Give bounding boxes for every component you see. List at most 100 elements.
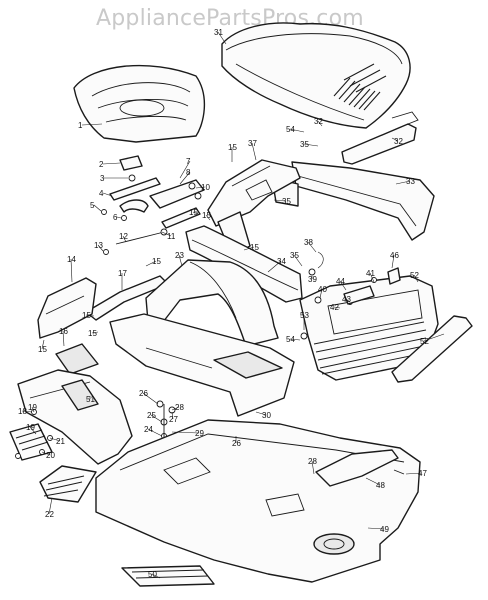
part-callout-c31: 31	[214, 28, 223, 37]
leader-line-c29	[171, 431, 200, 434]
leader-line-c24	[147, 428, 163, 437]
leader-line-c21	[49, 437, 61, 442]
leader-line-c4	[102, 192, 113, 197]
part-callout-c54b: 54	[286, 335, 295, 344]
leader-line-c19b	[29, 426, 37, 435]
part-callout-c47: 47	[418, 469, 427, 478]
part-callout-c38: 38	[304, 238, 313, 247]
part-callout-c52a: 52	[410, 271, 419, 280]
leader-line-c13	[97, 244, 104, 252]
part-callout-c15e: 15	[250, 243, 259, 252]
leader-line-c32a	[391, 137, 399, 142]
footrest-part	[17, 369, 133, 465]
leader-line-c31	[217, 31, 227, 45]
leader-line-c23	[178, 254, 183, 267]
part-callout-c37: 37	[248, 139, 257, 148]
leader-line-c10	[195, 186, 206, 189]
part-callout-c28a: 28	[175, 403, 184, 412]
step-plate-part	[55, 343, 99, 375]
part-callout-c28b: 28	[308, 457, 317, 466]
part-callout-c27: 27	[169, 415, 178, 424]
leader-line-c30	[255, 411, 267, 416]
part-callout-c15b: 15	[228, 143, 237, 152]
seat-part	[73, 64, 206, 143]
leader-line-c35c	[293, 254, 303, 267]
part-callout-c3: 3	[100, 174, 105, 183]
part-callout-c34: 34	[277, 257, 286, 266]
part-callout-c8: 8	[186, 168, 191, 177]
part-callout-c5: 5	[90, 201, 95, 210]
part-callout-c6: 6	[113, 213, 118, 222]
leader-line-c11	[161, 231, 172, 237]
leader-line-c25	[150, 414, 163, 423]
leader-line-c15f	[85, 314, 95, 317]
leader-line-c15e	[243, 246, 255, 251]
leader-line-c48	[365, 477, 381, 486]
part-callout-c24: 24	[144, 425, 153, 434]
part-callout-c26b: 26	[232, 439, 241, 448]
part-callout-c16: 16	[59, 327, 68, 336]
part-callout-c23: 23	[175, 251, 184, 260]
leader-line-c15a	[145, 260, 157, 267]
frame-part	[95, 419, 421, 583]
grille-assembly-part	[299, 275, 439, 381]
part-callout-c7: 7	[186, 157, 191, 166]
front-bumper-part	[391, 315, 473, 383]
leader-line-c8	[179, 171, 191, 185]
leader-line-c28a	[171, 406, 180, 411]
leader-line-c20	[41, 451, 51, 456]
small-bolt-part	[103, 249, 109, 255]
part-callout-c44: 44	[336, 277, 345, 286]
leader-line-c47	[405, 472, 423, 475]
leader-line-c18	[21, 410, 33, 413]
step-mat-part	[121, 565, 215, 587]
leader-line-c19a	[31, 406, 35, 413]
leader-line-c22	[48, 497, 53, 515]
floor-mat-part	[39, 465, 97, 503]
part-callout-c13: 13	[94, 241, 103, 250]
part-callout-c40: 40	[318, 285, 327, 294]
leader-line-c26a	[142, 392, 159, 405]
leader-line-c52b	[423, 333, 445, 342]
part-callout-c15c: 15	[189, 208, 198, 217]
part-callout-c50: 50	[148, 570, 157, 579]
part-callout-c15a: 15	[152, 257, 161, 266]
footrest-hardware-group	[9, 409, 53, 461]
leader-line-c28b	[311, 460, 315, 475]
part-callout-c48: 48	[376, 481, 385, 490]
part-callout-c49: 49	[380, 525, 389, 534]
leader-line-c41	[369, 272, 375, 283]
leader-line-c14	[70, 258, 73, 283]
screw-part	[393, 469, 405, 475]
leader-line-c37	[251, 142, 257, 161]
part-callout-c11: 11	[167, 232, 176, 241]
leader-line-c44	[339, 280, 347, 291]
leader-line-c34	[267, 260, 282, 273]
fender-part	[145, 259, 279, 347]
part-callout-c29: 29	[195, 429, 204, 438]
leader-line-c27	[171, 411, 174, 420]
part-callout-c15h: 15	[38, 345, 47, 354]
leader-line-c6	[116, 216, 122, 219]
part-callout-c26a: 26	[139, 389, 148, 398]
part-callout-c35a: 35	[300, 140, 309, 149]
leader-line-c35b	[273, 199, 287, 202]
leader-line-c43	[345, 298, 351, 303]
leader-line-c54a	[289, 128, 305, 133]
frame-bracket-part	[315, 449, 399, 487]
hood-bracket-part	[341, 111, 419, 165]
part-callout-c2: 2	[99, 160, 104, 169]
part-callout-c18: 18	[18, 407, 27, 416]
part-callout-c41: 41	[366, 269, 375, 278]
part-callout-c14: 14	[67, 255, 76, 264]
leader-line-c15h	[41, 339, 45, 350]
part-callout-c17: 17	[118, 269, 127, 278]
seat-hardware-group	[101, 155, 161, 221]
part-callout-c15f: 15	[82, 311, 91, 320]
part-callout-c19a: 19	[28, 403, 37, 412]
hood-part	[221, 22, 411, 129]
leader-line-c46	[391, 254, 395, 269]
leader-line-c5	[93, 204, 102, 212]
leader-line-c2	[102, 162, 121, 165]
